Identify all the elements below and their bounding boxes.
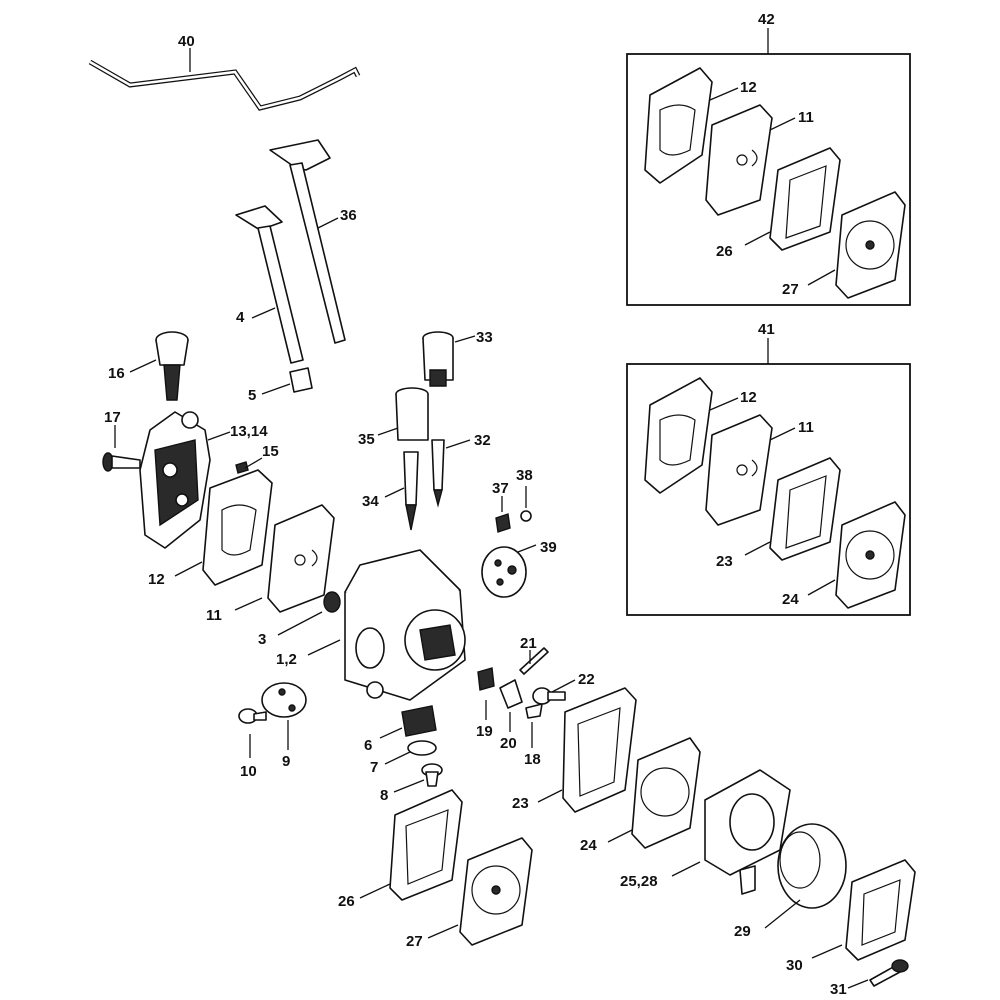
screw-31 — [869, 959, 909, 987]
callout-7: 7 — [370, 759, 378, 776]
callout-17: 17 — [104, 409, 121, 426]
callout-37: 37 — [492, 480, 509, 497]
carburetor-body-1-2 — [344, 549, 466, 701]
callout-25-28: 25,28 — [620, 873, 658, 890]
plate-9 — [261, 682, 307, 718]
screen-3 — [323, 591, 341, 613]
diaphragm-24 — [631, 737, 701, 849]
callout-1-2: 1,2 — [276, 651, 297, 668]
callout-26: 26 — [338, 893, 355, 910]
plug-16 — [155, 331, 189, 401]
throttle-shaft-36 — [269, 139, 346, 344]
callout-15: 15 — [262, 443, 279, 460]
callout-22: 22 — [578, 671, 595, 688]
bushing-5 — [289, 367, 313, 393]
gasket-26 — [389, 789, 463, 901]
needle-34 — [403, 451, 419, 531]
throttle-disc-39 — [481, 546, 527, 598]
callout-26-kit42: 26 — [716, 243, 733, 260]
callout-39: 39 — [540, 539, 557, 556]
callout-36: 36 — [340, 207, 357, 224]
callout-4: 4 — [236, 309, 245, 326]
pin-21 — [519, 647, 549, 675]
membrane-11-kit41 — [705, 414, 773, 526]
callout-41: 41 — [758, 321, 775, 338]
cover-plate-30 — [845, 859, 916, 961]
callout-27: 27 — [406, 933, 423, 950]
callout-31: 31 — [830, 981, 847, 998]
callout-21: 21 — [520, 635, 537, 652]
callout-18: 18 — [524, 751, 541, 768]
callout-32: 32 — [474, 432, 491, 449]
callout-29: 29 — [734, 923, 751, 940]
callout-3: 3 — [258, 631, 266, 648]
kit-41-group — [626, 338, 911, 616]
spring-19 — [477, 667, 495, 691]
callout-40: 40 — [178, 33, 195, 50]
gasket-12-kit41 — [644, 377, 713, 494]
callout-12-kit42: 12 — [740, 79, 757, 96]
spring-6 — [401, 705, 437, 737]
callout-12-kit41: 12 — [740, 389, 757, 406]
pin-15 — [235, 461, 249, 474]
callout-30: 30 — [786, 957, 803, 974]
callout-10: 10 — [240, 763, 257, 780]
choke-shaft-4 — [235, 205, 304, 364]
gasket-26-kit42 — [769, 147, 841, 251]
callout-5: 5 — [248, 387, 256, 404]
pump-cover-13-14 — [139, 411, 211, 549]
callout-11-kit42: 11 — [798, 109, 814, 126]
callout-33: 33 — [476, 329, 493, 346]
gasket-23-kit41 — [769, 457, 841, 561]
callout-23: 23 — [512, 795, 529, 812]
callout-11: 11 — [206, 607, 222, 624]
screw-8 — [421, 763, 443, 787]
gasket-23 — [562, 687, 637, 813]
limiter-cap-33 — [422, 331, 454, 387]
pump-housing-25-28 — [704, 769, 791, 895]
inlet-needle-18 — [525, 703, 543, 719]
callout-6: 6 — [364, 737, 372, 754]
callout-23-kit41: 23 — [716, 553, 733, 570]
callout-35: 35 — [358, 431, 375, 448]
callout-19: 19 — [476, 723, 493, 740]
screw-22 — [532, 687, 566, 705]
callout-34: 34 — [362, 493, 379, 510]
membrane-11-kit42 — [705, 104, 773, 216]
callout-12: 12 — [148, 571, 165, 588]
callout-8: 8 — [380, 787, 388, 804]
callout-24-kit41: 24 — [782, 591, 799, 608]
screw-10 — [238, 708, 267, 724]
callout-20: 20 — [500, 735, 517, 752]
limiter-cap-35 — [395, 387, 429, 441]
membrane-11 — [267, 504, 335, 613]
callout-13-14: 13,14 — [230, 423, 268, 440]
callout-labels: 40 36 4 5 16 17 13,14 15 12 11 3 1,2 33 … — [104, 11, 847, 998]
callout-11-kit41: 11 — [798, 419, 814, 436]
kit-42-group — [626, 28, 911, 306]
primer-bulb-29 — [777, 823, 847, 909]
control-lever-20 — [499, 679, 523, 709]
screw-17 — [102, 452, 141, 472]
spring-37 — [495, 513, 511, 533]
callout-38: 38 — [516, 467, 533, 484]
gasket-12 — [202, 469, 273, 586]
gasket-12-kit42 — [644, 67, 713, 184]
ball-38 — [520, 510, 532, 522]
callout-24: 24 — [580, 837, 597, 854]
callout-27-kit42: 27 — [782, 281, 799, 298]
needle-32 — [431, 439, 445, 508]
callout-16: 16 — [108, 365, 125, 382]
washer-7 — [407, 740, 437, 756]
callout-42: 42 — [758, 11, 775, 28]
callout-9: 9 — [282, 753, 290, 770]
